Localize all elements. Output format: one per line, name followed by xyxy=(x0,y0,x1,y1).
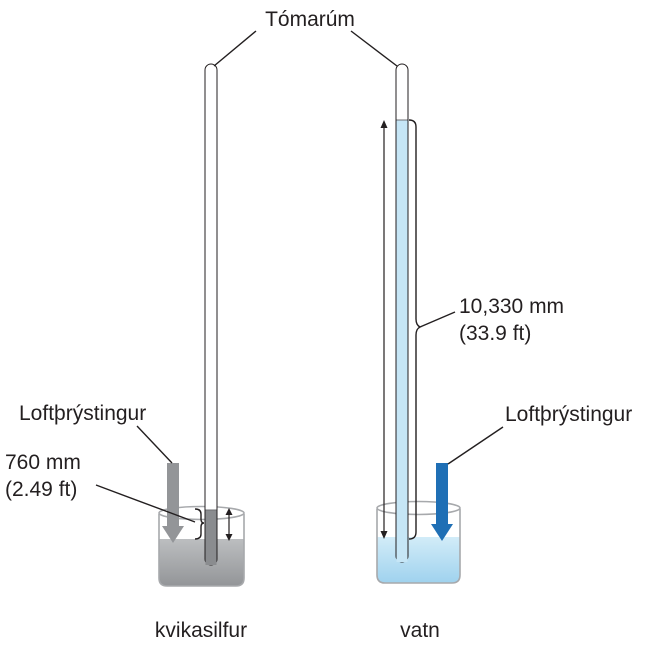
mercury-pool xyxy=(159,539,244,586)
mercury-height-leader xyxy=(95,484,196,523)
water-height-leader xyxy=(419,311,456,328)
water-height-mm-label: 10,330 mm xyxy=(459,295,564,318)
atm-pressure-arrow-left xyxy=(162,463,184,543)
mercury-height-ft-label: (2.49 ft) xyxy=(5,478,77,501)
water-barometer xyxy=(376,63,461,584)
vacuum-leaders xyxy=(213,30,398,67)
atm-pressure-arrow-right xyxy=(431,463,453,541)
water-height-ft-label: (33.9 ft) xyxy=(459,322,531,345)
water-beaker xyxy=(376,500,461,584)
mercury-height-arrow xyxy=(225,508,233,541)
water-label: vatn xyxy=(400,619,440,642)
atm-pressure-label-left: Loftþrýstingur xyxy=(19,402,146,425)
water-column xyxy=(396,120,408,562)
mercury-height-bracket xyxy=(194,508,205,540)
mercury-barometer xyxy=(95,63,245,587)
water-tube xyxy=(395,63,409,563)
atm-pressure-leader-left xyxy=(136,425,173,464)
water-height-bracket xyxy=(408,119,422,540)
mercury-height-mm-label: 760 mm xyxy=(5,451,81,474)
mercury-column xyxy=(205,510,217,565)
water-height-arrow xyxy=(380,120,388,539)
mercury-label: kvikasilfur xyxy=(155,619,247,642)
mercury-tube xyxy=(204,63,218,566)
atm-pressure-label-right: Loftþrýstingur xyxy=(505,403,632,426)
atm-pressure-leader-right xyxy=(447,426,504,465)
water-pool xyxy=(377,537,460,583)
vacuum-label: Tómarúm xyxy=(265,8,355,31)
